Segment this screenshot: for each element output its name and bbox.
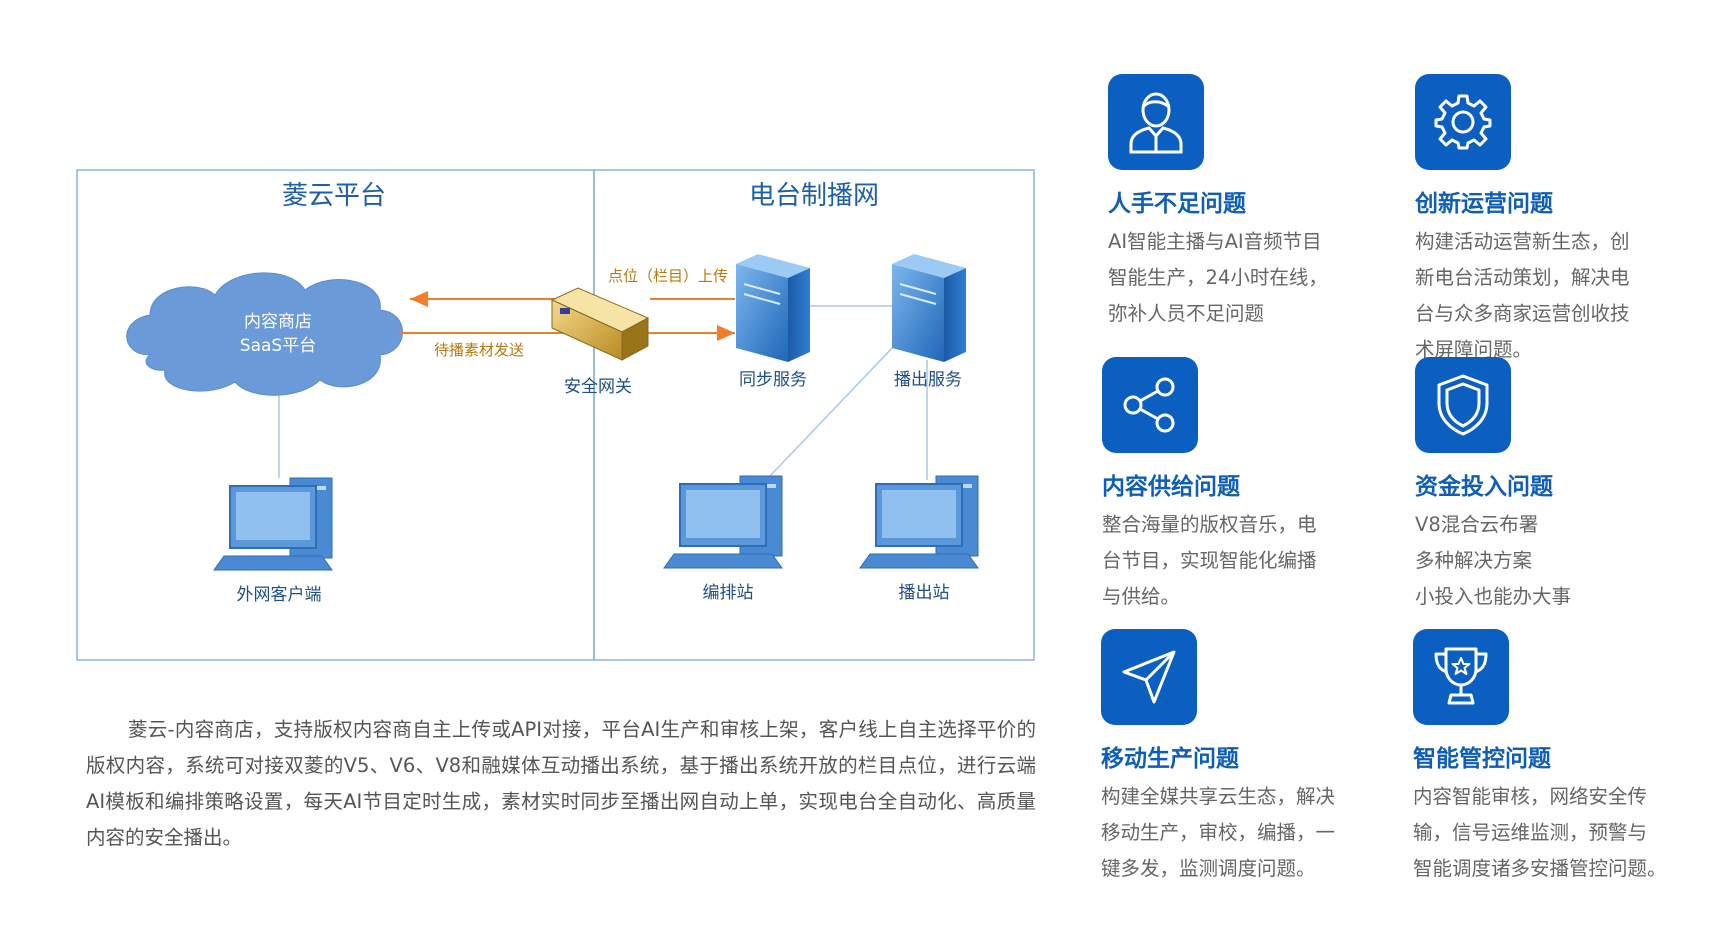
gateway-label: 安全网关 [564, 377, 632, 397]
card-content-supply: 内容供给问题 整合海量的版权音乐，电 台节目，实现智能化编播 与供给。 [1102, 357, 1372, 615]
card-title: 内容供给问题 [1102, 474, 1240, 500]
right-panel [593, 169, 1035, 661]
card-operations: 创新运营问题 构建活动运营新生态，创 新电台活动策划，解决电 台与众多商家运营创… [1415, 74, 1685, 368]
upload-arrow-label: 点位（栏目）上传 [608, 267, 728, 285]
sync-server-label: 同步服务 [739, 370, 807, 390]
card-mobile-production: 移动生产问题 构建全媒共享云生态，解决 移动生产，审校，编播，一 键多发，监测调… [1101, 629, 1371, 887]
send-icon [1101, 629, 1197, 725]
person-icon [1108, 74, 1204, 170]
send-arrow-label: 待播素材发送 [434, 341, 524, 359]
playout-server-icon [892, 254, 966, 362]
card-title: 移动生产问题 [1101, 746, 1239, 772]
gateway-icon [550, 287, 650, 361]
network-diagram: 菱云平台 电台制播网 内容商店 SaaS平台 点位（栏目）上传 待播素材发送 安… [76, 169, 1035, 661]
computer-icon [663, 475, 783, 569]
shield-icon [1415, 357, 1511, 453]
card-body: 内容智能审核，网络安全传 输，信号运维监测，预警与 智能调度诸多安播管控问题。 [1413, 785, 1667, 880]
card-body: V8混合云布署 多种解决方案 小投入也能办大事 [1415, 513, 1572, 608]
right-panel-title: 电台制播网 [749, 181, 879, 211]
left-panel [76, 169, 595, 661]
sync-server-icon [736, 254, 810, 362]
cloud-icon: 内容商店 SaaS平台 [126, 272, 403, 396]
cloud-label-line2: SaaS平台 [240, 336, 316, 356]
card-body: 整合海量的版权音乐，电 台节目，实现智能化编播 与供给。 [1102, 513, 1317, 608]
playout-station-label: 播出站 [899, 583, 950, 603]
gear-icon [1415, 74, 1511, 170]
computer-icon [213, 477, 333, 571]
connector-line [769, 344, 896, 477]
computer-icon [859, 475, 979, 569]
card-body: 构建全媒共享云生态，解决 移动生产，审校，编播，一 键多发，监测调度问题。 [1101, 785, 1336, 880]
trophy-icon [1413, 629, 1509, 725]
cloud-label-line1: 内容商店 [244, 312, 312, 332]
external-client-label: 外网客户端 [237, 585, 322, 605]
description-text: 菱云-内容商店，支持版权内容商自主上传或API对接，平台AI生产和审核上架，客户… [86, 718, 1036, 849]
share-icon [1102, 357, 1198, 453]
left-panel-title: 菱云平台 [282, 181, 386, 211]
card-title: 智能管控问题 [1413, 746, 1551, 772]
card-title: 资金投入问题 [1415, 474, 1553, 500]
card-body: AI智能主播与AI音频节目 智能生产，24小时在线， 弥补人员不足问题 [1108, 230, 1328, 325]
card-title: 创新运营问题 [1415, 191, 1553, 217]
scheduling-station-label: 编排站 [703, 583, 754, 603]
card-body: 构建活动运营新生态，创 新电台活动策划，解决电 台与众多商家运营创收技 术屏障问… [1415, 230, 1630, 361]
card-staffing: 人手不足问题 AI智能主播与AI音频节目 智能生产，24小时在线， 弥补人员不足… [1108, 74, 1378, 332]
playout-server-label: 播出服务 [894, 370, 962, 390]
card-intelligent-control: 智能管控问题 内容智能审核，网络安全传 输，信号运维监测，预警与 智能调度诸多安… [1413, 629, 1683, 887]
card-funding: 资金投入问题 V8混合云布署 多种解决方案 小投入也能办大事 [1415, 357, 1685, 615]
card-title: 人手不足问题 [1108, 191, 1246, 217]
